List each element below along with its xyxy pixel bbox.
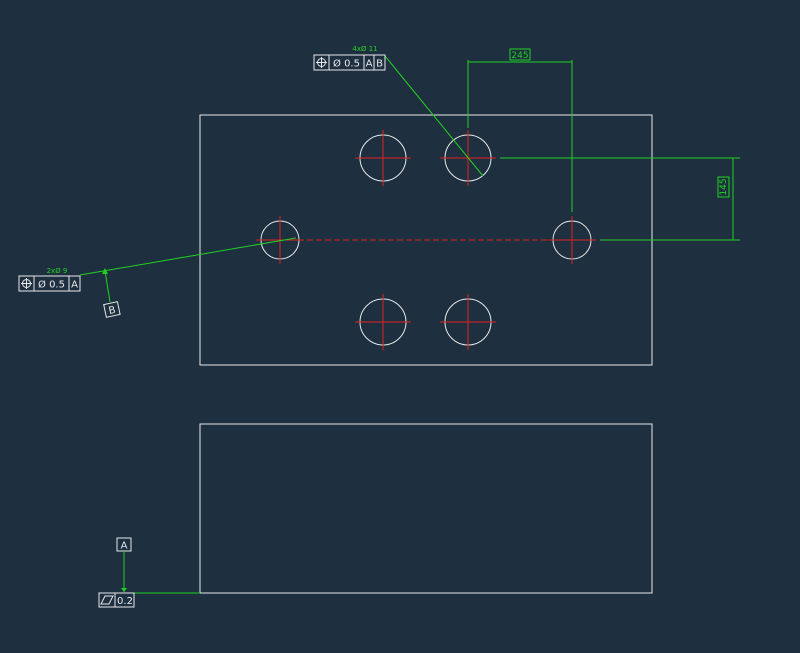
dimension-horizontal: 245 bbox=[467, 48, 573, 212]
position-icon bbox=[316, 57, 327, 68]
datum-a-label: A bbox=[121, 541, 128, 552]
hole-bottom-left bbox=[355, 294, 411, 350]
datum-a-flag: A bbox=[116, 537, 132, 592]
dimension-horizontal-value: 245 bbox=[511, 51, 528, 61]
fcf-top-leader bbox=[384, 55, 484, 177]
fcf-top-tolerance: Ø 0.5 bbox=[333, 58, 360, 70]
fcf-flatness: 0.2 bbox=[98, 592, 135, 608]
position-icon bbox=[21, 278, 32, 289]
fcf-left: 2xØ 9 Ø 0.5 A bbox=[18, 237, 297, 292]
fcf-top-datum-b: B bbox=[376, 59, 383, 70]
flatness-icon bbox=[100, 595, 114, 605]
plate-front-view bbox=[199, 423, 653, 594]
dimension-vertical: 145 bbox=[500, 157, 740, 241]
hole-right bbox=[548, 216, 596, 264]
hole-left bbox=[256, 216, 304, 264]
fcf-left-datum-a: A bbox=[71, 280, 78, 291]
fcf-left-leader bbox=[79, 237, 297, 276]
hole-top-left bbox=[355, 130, 411, 186]
fcf-left-tolerance: Ø 0.5 bbox=[38, 279, 65, 291]
datum-b-label: B bbox=[108, 305, 117, 317]
fcf-top-datum-a: A bbox=[366, 59, 373, 70]
hole-bottom-right bbox=[440, 294, 496, 350]
fcf-left-note: 2xØ 9 bbox=[47, 267, 68, 275]
dimension-vertical-value: 145 bbox=[719, 178, 729, 195]
datum-b-flag: B bbox=[102, 268, 121, 318]
fcf-top-note: 4xØ 11 bbox=[352, 45, 377, 53]
fcf-top: 4xØ 11 Ø 0.5 A B bbox=[313, 45, 484, 177]
flatness-tolerance: 0.2 bbox=[117, 596, 133, 607]
